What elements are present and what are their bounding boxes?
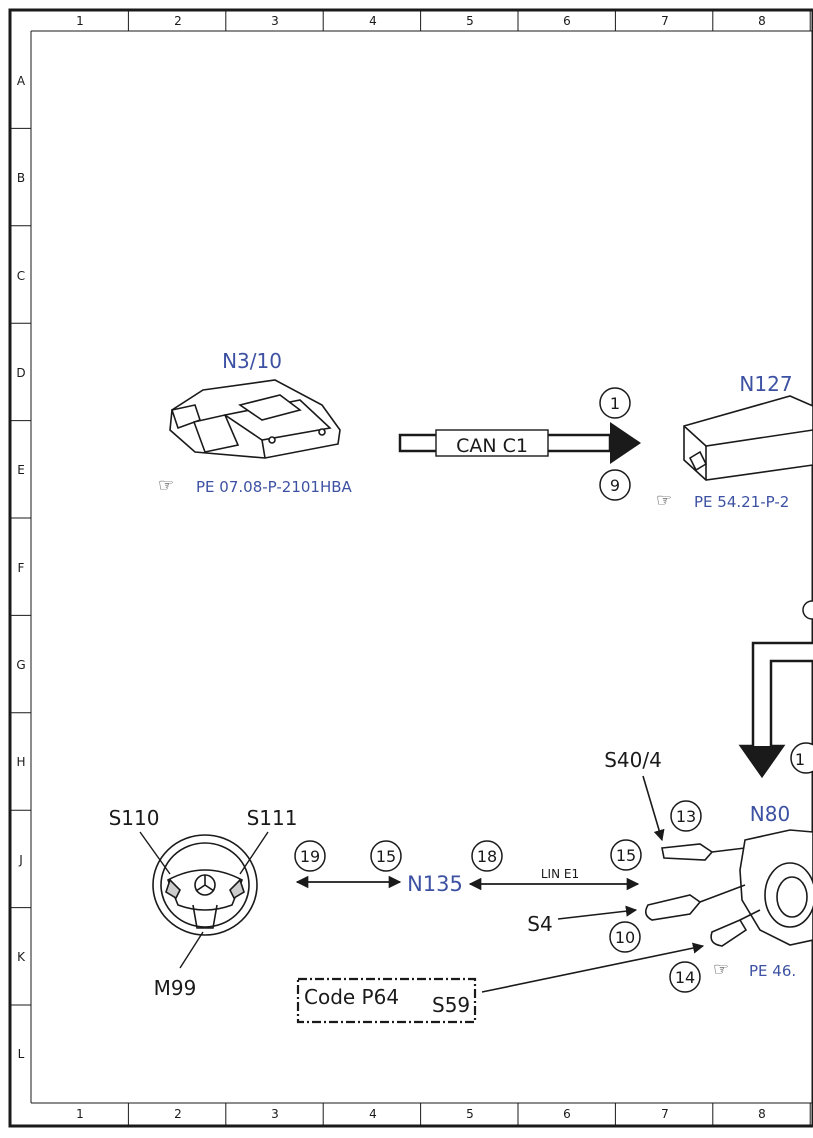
callout-19[interactable]: 19 bbox=[294, 840, 326, 872]
row-label: K bbox=[17, 950, 26, 964]
row-label: G bbox=[16, 658, 25, 672]
code-p64-label: Code P64 bbox=[304, 985, 399, 1009]
col-label: 2 bbox=[174, 14, 182, 28]
col-label: 5 bbox=[466, 14, 474, 28]
callout-14-text: 14 bbox=[675, 968, 695, 987]
hand-pointer-icon: ☞ bbox=[656, 490, 672, 511]
col-label: 1 bbox=[76, 14, 84, 28]
callout-18-text: 18 bbox=[477, 847, 497, 866]
col-label: 4 bbox=[369, 1107, 377, 1121]
n127-label: N127 bbox=[739, 372, 792, 396]
ecu-icon bbox=[169, 379, 341, 459]
s59-optional-box[interactable]: Code P64 S59 bbox=[296, 977, 477, 1024]
downward-bus-arrow bbox=[738, 600, 813, 779]
hand-pointer-icon: ☞ bbox=[158, 475, 174, 496]
col-label: 1 bbox=[76, 1107, 84, 1121]
callout-14[interactable]: 14 bbox=[669, 961, 701, 993]
col-label: 4 bbox=[369, 14, 377, 28]
s40-4-label[interactable]: S40/4 bbox=[604, 748, 662, 772]
column-grid-ticks bbox=[127, 10, 811, 1126]
n80-ref-link[interactable]: PE 46. bbox=[749, 962, 796, 980]
col-label: 8 bbox=[758, 14, 766, 28]
m99-label: M99 bbox=[154, 976, 197, 1000]
can-bus-label: CAN C1 bbox=[456, 435, 528, 457]
row-grid-ticks bbox=[10, 127, 31, 1006]
s110-label: S110 bbox=[109, 806, 160, 830]
callout-15-left-text: 15 bbox=[376, 847, 396, 866]
col-label: 7 bbox=[661, 14, 669, 28]
callout-partial[interactable]: 1 bbox=[790, 742, 813, 774]
col-label: 8 bbox=[758, 1107, 766, 1121]
hand-pointer-icon: ☞ bbox=[713, 959, 729, 980]
s59-leader bbox=[481, 942, 705, 993]
col-label: 2 bbox=[174, 1107, 182, 1121]
col-label: 5 bbox=[466, 1107, 474, 1121]
col-label: 7 bbox=[661, 1107, 669, 1121]
col-label: 3 bbox=[271, 14, 279, 28]
callout-9-text: 9 bbox=[610, 476, 620, 495]
n80-label: N80 bbox=[750, 802, 790, 826]
callout-1[interactable]: 1 bbox=[599, 387, 631, 419]
callout-15-left[interactable]: 15 bbox=[370, 840, 402, 872]
can-bus-arrow: CAN C1 bbox=[398, 422, 641, 464]
callout-18[interactable]: 18 bbox=[471, 840, 503, 872]
callout-13[interactable]: 13 bbox=[670, 800, 702, 832]
column-labels-top: 1 2 3 4 5 6 7 8 bbox=[76, 14, 766, 28]
n3-10-label: N3/10 bbox=[222, 349, 282, 373]
s40-4-leader bbox=[642, 775, 665, 842]
n3-10-ecu[interactable]: N3/10 ☞ PE 07.08-P-2101HBA bbox=[158, 349, 353, 496]
column-labels-bottom: 1 2 3 4 5 6 7 8 bbox=[76, 1107, 766, 1121]
lin-bus-label: LIN E1 bbox=[541, 867, 579, 881]
row-label: J bbox=[18, 853, 23, 867]
callout-partial-text: 1 bbox=[795, 750, 805, 769]
callout-13-text: 13 bbox=[676, 807, 696, 826]
control-module-icon bbox=[683, 395, 813, 481]
callout-1-text: 1 bbox=[610, 394, 620, 413]
callout-15-right-text: 15 bbox=[616, 846, 636, 865]
row-label: A bbox=[17, 74, 26, 88]
s4-leader bbox=[557, 905, 638, 920]
drawing-frame bbox=[8, 8, 813, 1128]
row-labels: A B C D E F G H J K L bbox=[16, 74, 26, 1061]
n127-ref-link[interactable]: PE 54.21-P-2 bbox=[694, 493, 789, 511]
col-label: 6 bbox=[563, 14, 571, 28]
callout-10-text: 10 bbox=[615, 928, 635, 947]
row-label: B bbox=[17, 171, 25, 185]
row-label: F bbox=[18, 561, 25, 575]
col-label: 6 bbox=[563, 1107, 571, 1121]
callout-9[interactable]: 9 bbox=[599, 469, 631, 501]
steering-wheel[interactable]: S110 S111 M99 bbox=[109, 806, 298, 1000]
n127-module[interactable]: N127 ☞ PE 54.21-P-2 bbox=[656, 372, 813, 511]
callout-10[interactable]: 10 bbox=[609, 921, 641, 953]
row-label: D bbox=[16, 366, 25, 380]
row-label: C bbox=[17, 269, 25, 283]
steering-wheel-icon bbox=[152, 834, 258, 936]
callout-15-right[interactable]: 15 bbox=[610, 839, 642, 871]
n135-label[interactable]: N135 bbox=[407, 872, 463, 896]
callout-19-text: 19 bbox=[300, 847, 320, 866]
s59-label: S59 bbox=[432, 993, 470, 1017]
col-label: 3 bbox=[271, 1107, 279, 1121]
row-label: E bbox=[17, 463, 25, 477]
s111-label: S111 bbox=[247, 806, 298, 830]
n3-10-ref-link[interactable]: PE 07.08-P-2101HBA bbox=[196, 478, 353, 496]
n80-module[interactable]: N80 ☞ PE 46. bbox=[644, 802, 813, 980]
steering-column-module-icon bbox=[644, 829, 813, 947]
row-label: L bbox=[18, 1047, 25, 1061]
row-label: H bbox=[16, 755, 25, 769]
s4-label[interactable]: S4 bbox=[527, 912, 552, 936]
